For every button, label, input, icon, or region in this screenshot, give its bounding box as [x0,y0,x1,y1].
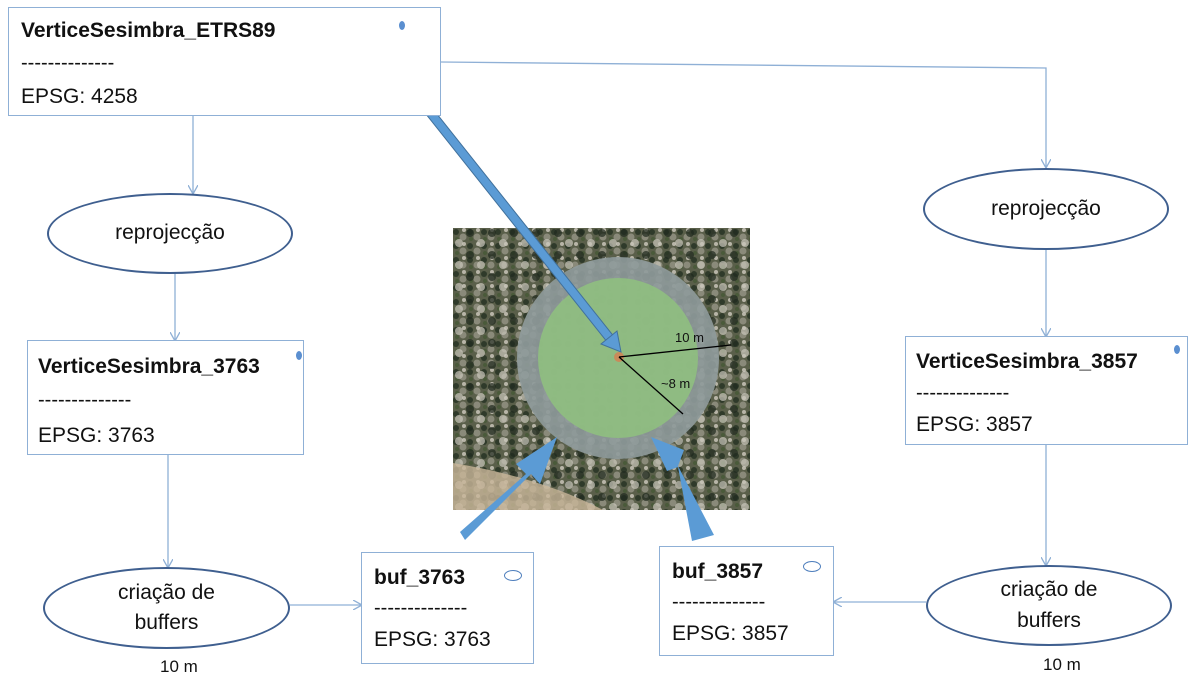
layer-box-3857[interactable]: VerticeSesimbra_3857 -------------- EPSG… [905,336,1188,445]
separator: -------------- [672,591,766,613]
separator: -------------- [916,382,1010,404]
layer-box-etrs89[interactable]: VerticeSesimbra_ETRS89 -------------- EP… [8,7,441,116]
layer-name: buf_3857 [672,560,764,583]
epsg-code: EPSG: 3763 [374,628,491,651]
process-buffer-right[interactable]: criação de buffers [926,565,1172,646]
layer-name: VerticeSesimbra_3857 [916,350,1138,373]
process-label: criação de buffers [118,580,215,634]
layer-box-buf3857[interactable]: buf_3857 -------------- EPSG: 3857 [659,546,834,656]
process-reprojection-left[interactable]: reprojecção [47,193,293,274]
layer-box-buf3763[interactable]: buf_3763 -------------- EPSG: 3763 [361,552,534,664]
layer-box-3763[interactable]: VerticeSesimbra_3763 -------------- EPSG… [27,340,304,455]
aerial-image: 10 m ~8 m [453,228,750,510]
polygon-icon [504,570,522,581]
point-icon [399,21,405,30]
buffer-distance-right: 10 m [1043,655,1081,674]
process-label: reprojecção [115,221,225,245]
connector-etrs89-to-reproj-right [440,61,1046,167]
point-icon [1174,345,1180,354]
layer-name: VerticeSesimbra_3763 [38,355,260,378]
separator: -------------- [21,52,115,74]
layer-name: buf_3763 [374,566,466,589]
process-label: criação de buffers [1000,578,1098,632]
layer-name: VerticeSesimbra_ETRS89 [21,19,276,42]
epsg-code: EPSG: 3857 [672,622,789,645]
buffer-distance-left: 10 m [160,657,198,676]
process-reprojection-right[interactable]: reprojecção [923,168,1169,250]
polygon-icon [803,561,821,572]
separator: -------------- [374,597,468,619]
separator: -------------- [38,389,132,411]
epsg-code: EPSG: 3763 [38,424,155,447]
inner-buffer-label: ~8 m [661,376,690,391]
process-label: reprojecção [991,196,1101,220]
map-view: 10 m ~8 m [453,228,750,510]
point-icon [296,351,302,360]
epsg-code: EPSG: 4258 [21,85,138,108]
epsg-code: EPSG: 3857 [916,413,1033,436]
process-buffer-left[interactable]: criação de buffers [43,567,290,649]
outer-buffer-label: 10 m [675,330,704,345]
